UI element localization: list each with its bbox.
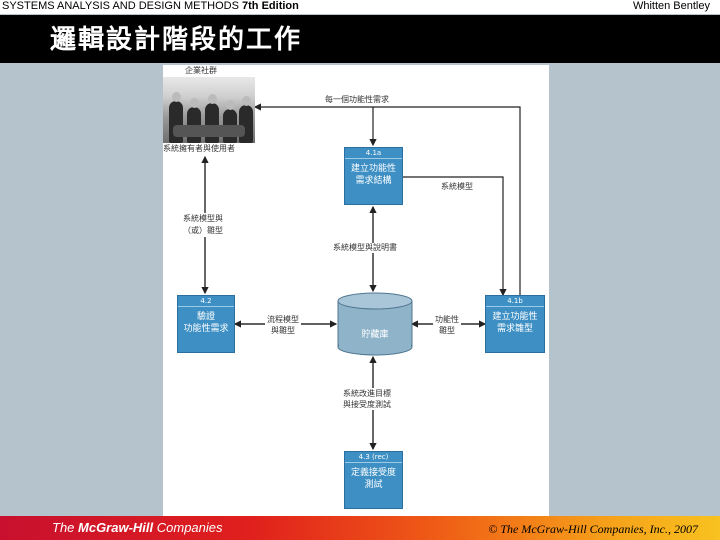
arrow-4-1a-to-4-1b	[403, 176, 507, 297]
owners-users-label: 系統擁有者與使用者	[163, 144, 235, 153]
brand-suffix: Companies	[153, 520, 223, 535]
publisher-logo: The McGraw-Hill Companies	[52, 520, 223, 535]
process-number: 4.3 (rec)	[345, 452, 402, 463]
copyright: © The McGraw-Hill Companies, Inc., 2007	[488, 522, 698, 536]
repository-icon	[337, 292, 413, 356]
process-number: 4.1a	[345, 148, 402, 159]
slide-title: 邏輯設計階段的工作	[50, 25, 303, 55]
book-title-line: SYSTEMS ANALYSIS AND DESIGN METHODS 7th …	[2, 0, 299, 13]
process-box-4-2: 4.2 驗證 功能性需求	[177, 295, 235, 353]
arrow-enterprise-loop	[253, 103, 521, 295]
process-box-4-1a: 4.1a 建立功能性 需求結構	[344, 147, 403, 205]
process-text: 建立功能性 需求雛型	[492, 312, 538, 334]
process-number: 4.1b	[486, 296, 544, 307]
process-text: 驗證 功能性需求	[183, 312, 229, 334]
edition: 7th Edition	[242, 0, 299, 12]
process-text: 建立功能性 需求結構	[350, 164, 396, 186]
model-docs-label: 系統模型與說明書	[331, 243, 399, 253]
footer-bar: The McGraw-Hill Companies © The McGraw-H…	[0, 516, 720, 540]
functional-prototype-label: 功能性 雛型	[433, 314, 461, 336]
diagram-panel: 企業社群 系統擁有者與使用者 每一個功能性需求 系統模型 系統模型與 （或）雛型…	[163, 65, 549, 516]
brand-prefix: The	[52, 520, 79, 535]
users-photo	[163, 77, 255, 143]
improvement-goals-label: 系統改進目標 與接受度測試	[341, 388, 393, 410]
process-box-4-3: 4.3 (rec) 定義接受度 測試	[344, 451, 403, 509]
title-bar: 邏輯設計階段的工作	[0, 15, 720, 63]
each-requirement-label: 每一個功能性需求	[323, 95, 391, 105]
enterprise-label: 企業社群	[185, 66, 217, 75]
brand-name: McGraw-Hill	[78, 520, 154, 535]
system-model-label: 系統模型	[439, 182, 475, 192]
process-prototype-label: 流程模型 與雛型	[265, 314, 301, 336]
repository-label: 貯藏庫	[361, 330, 389, 340]
process-number: 4.2	[178, 296, 234, 307]
book-title: SYSTEMS ANALYSIS AND DESIGN METHODS	[2, 0, 239, 12]
top-bar: SYSTEMS ANALYSIS AND DESIGN METHODS 7th …	[0, 0, 720, 14]
model-review-label: 系統模型與 （或）雛型	[181, 213, 225, 237]
process-box-4-1b: 4.1b 建立功能性 需求雛型	[485, 295, 545, 353]
authors: Whitten Bentley	[632, 0, 710, 12]
process-text: 定義接受度 測試	[350, 468, 396, 490]
